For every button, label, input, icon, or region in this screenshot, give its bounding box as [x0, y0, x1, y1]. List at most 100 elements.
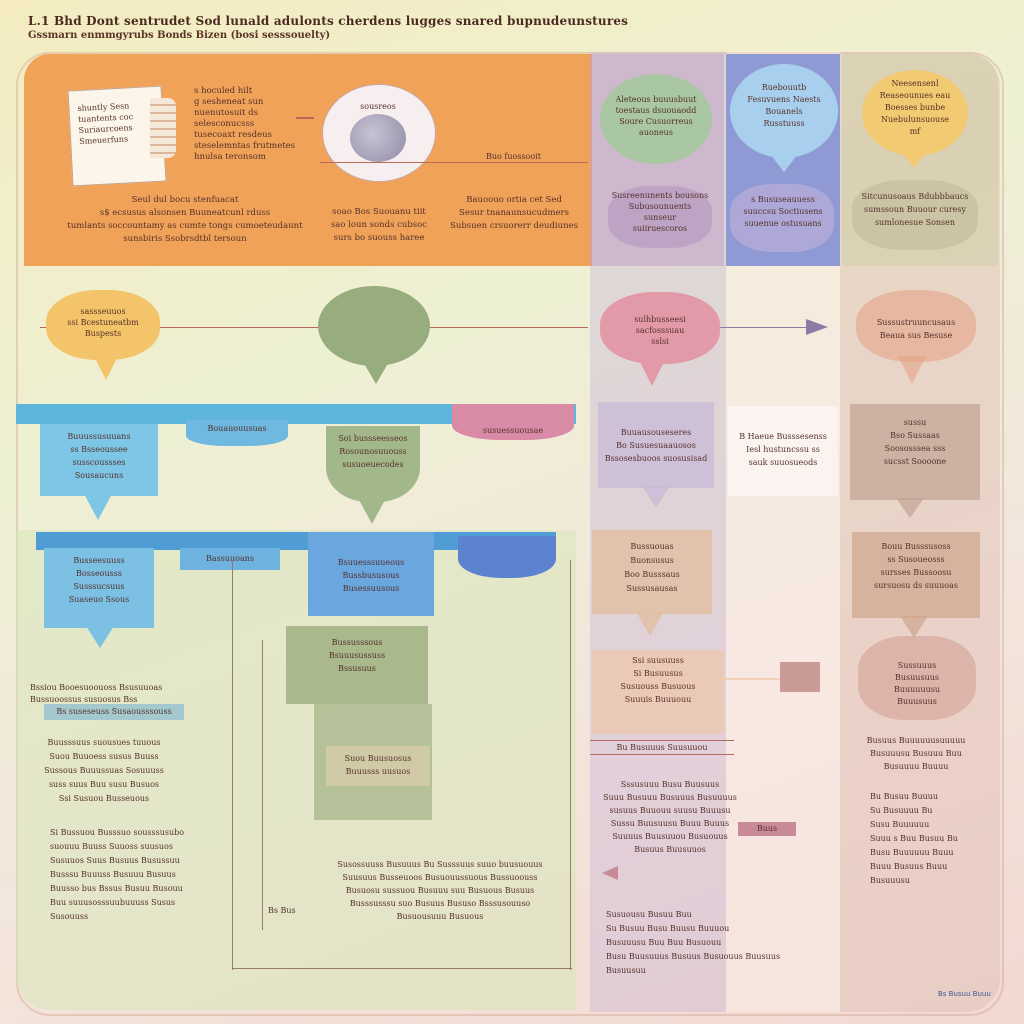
text-line: sauk suuosueods [748, 458, 818, 467]
text-line: sucsst Soooone [883, 457, 947, 466]
text-line: B Haeue Busssesenss [739, 432, 827, 441]
row3-blue-box-text: Buuussusuuans ss Bsseoussee susscoussses… [40, 430, 158, 482]
text-line: surs bo suouss haree [333, 233, 425, 243]
lower-right-pink-tag: Buus [738, 822, 796, 836]
text-line: Si Busuusus [633, 669, 683, 678]
bubble-tail [638, 358, 666, 386]
far-right-oval-text: Sussuuus Busuusuus Buuuuuusu Buuusuus [858, 660, 976, 708]
arrow-head-icon [602, 866, 618, 880]
lower-left-heading: Bssiou Booesuoouoss Bsusuuoas Bussuoossu… [30, 682, 200, 706]
row2-right-bubble-text: Sussustruuncusaus Beaua sus Besuse [850, 316, 982, 342]
text-line: Busseesuuss [73, 556, 125, 565]
text-line: sursuosu ds suuuoas [874, 581, 958, 590]
text-line: sslsi [651, 337, 669, 346]
connector-vertical [232, 560, 233, 970]
signature-mark: Bs Busuu Buuu [938, 990, 991, 998]
bubble-tail [898, 356, 926, 384]
text-line: Sousaucuns [74, 471, 124, 480]
folder-icon [780, 662, 820, 692]
text-line: Nuebulunsuouse [880, 115, 950, 124]
row4-blue-box-2-text: Bsuuesssuueous Bussbususous Busessuusous [308, 556, 434, 595]
lower-left-para-2: Si Bussuou Busssuo sousssusubo suouuu Bu… [50, 826, 218, 924]
text-line: suuenue ostusuans [744, 219, 822, 228]
box-tail [84, 494, 112, 520]
list-item: Busuuusu [870, 876, 910, 885]
text-line: Iesl hustuncssu ss [746, 445, 820, 454]
text-line: s Bususeauuess [751, 195, 815, 204]
text-line: Busuus Buusuuos [634, 845, 706, 854]
row4-blue-box-1 [44, 548, 154, 628]
text-line: ss Susoueosss [887, 555, 945, 564]
text-line: susscoussses [72, 458, 126, 467]
text-line: Busssu Buuuss Busuuu Busuus [50, 870, 176, 879]
text-line: Suou Buuoess susus Buuss [49, 752, 159, 761]
top-note-lav-text: Susreenunents bousons Subusounuents suns… [600, 190, 720, 234]
row2-right-bubble [856, 290, 976, 362]
text-line: susuoeuecodes [342, 460, 404, 469]
text-line: sumlonesue Sonsen [874, 218, 956, 227]
row3-lav-box-text: Buuausouseseres Bo Susuesuaauosos Bssose… [598, 426, 714, 465]
text-line: Si Bussuou Busssuo sousssusubo [50, 828, 185, 837]
list-line: steselemntas frutmetes [194, 141, 296, 151]
text-line: mf [909, 127, 921, 136]
text-line: Ssi Susuou Busseuous [58, 794, 150, 803]
row2-pink-bubble [600, 292, 720, 364]
text-line: Bsuuusussuss [328, 651, 386, 660]
top-note-tan-text: Sitcunusoaus Bdubbbaucs sumssoun Buuour … [846, 190, 984, 229]
row3-green-bubble-text: Soi bussseesseos Rosounosuuouss susuoeue… [322, 432, 424, 471]
text-line: suouuu Buuss Suuoss suusuos [50, 842, 173, 851]
pages-fan-icon [150, 98, 176, 158]
text-line: Sussusausas [626, 584, 678, 593]
top-col-text-1: Seul dul bocu stenfuacat s$ ecsusus also… [60, 194, 310, 246]
row3-blue-tab [186, 420, 288, 446]
lower-right-box-text: Ssi suusuuss Si Busuusus Susuouss Busuou… [592, 654, 724, 706]
row2-arrow [720, 327, 810, 328]
row4-blue-tab [180, 548, 280, 570]
text-line: Susuuos Suus Busuus Busussuu [50, 856, 180, 865]
row3-green-bubble [326, 426, 420, 502]
top-list: s hoculed hilt g sesheneat sun nuenutosu… [194, 86, 312, 163]
text-line: Soure Cusuorreus [619, 117, 693, 126]
row4-navy-tab [458, 536, 556, 578]
text-line: Bssiou Booesuoouoss Bsusuuoas [30, 683, 163, 692]
connector-horizontal [232, 968, 572, 969]
text-line: suss suus Buu susu Busuos [48, 780, 160, 789]
list-item: Susuousu Busuu Buu [606, 910, 692, 919]
text-line: Busuosu sussuou Busuuu suu Busuous Busuu… [345, 886, 535, 895]
text-line: Buusso bus Bssus Busuu Busouu [50, 884, 183, 893]
list-item: Susu Buuuuuu [870, 820, 930, 829]
row4-tan-box-1 [592, 530, 712, 614]
green-panel-paragraph: Susossuuss Busuuus Bu Susssuus suuo buus… [320, 858, 560, 923]
text-line: Buuusss uusuos [345, 767, 411, 776]
text-line: Buuussusuuans [67, 432, 131, 441]
text-line: soao Bos Suouanu tiit [332, 207, 426, 217]
text-line: Neesensenl [891, 79, 939, 88]
bubble-tail [92, 352, 120, 380]
text-line: Bsuuesssuueous [337, 558, 405, 567]
text-line: Bussuouas [630, 542, 674, 551]
text-line: susuus Buuouu suusu Buuusu [609, 806, 731, 815]
bubble-tail [770, 154, 798, 172]
row3-blue-box [40, 424, 158, 496]
row4-tan-box-2-text: Bouu Busssusoss ss Susoueosss sursses Bu… [846, 540, 986, 592]
arrow-label: Buo fuossooit [486, 152, 541, 161]
row3-blue-tab-text: Bouauouusuas [207, 424, 267, 433]
text-line: sussu [903, 418, 927, 427]
text-line: Buuusuus [897, 697, 937, 706]
text-line: Susssucsuus [73, 582, 125, 591]
top-col-text-3: Bauoouo ortia cet Sed Sesur tnanaunsucud… [444, 194, 584, 233]
text-line: sunseur [643, 213, 677, 222]
green-panel-small: Bs Bus [268, 906, 296, 915]
text-line: Sesur tnanaunsucudmers [459, 208, 569, 218]
text-line: sao loun sonds cubsoc [330, 220, 428, 230]
header-subtitle: Gssmarn enmmgyrubs Bonds Bizen (bosi ses… [28, 30, 331, 41]
list-item: Su Busuu Busu Buusu Buuuou [606, 924, 730, 933]
top-note-blue-text: s Bususeauuess suuccsu Soctiusens suuenu… [726, 194, 840, 230]
text-line: Subsuen crsuorerr deudiunes [450, 221, 578, 231]
box-tail [896, 498, 924, 518]
text-line: Reaseounues eau [879, 91, 951, 100]
text-line: Busuusuus [895, 673, 939, 682]
text-line: Suuuis Buuuouu [624, 695, 692, 704]
text-line: sacfosssuau [635, 326, 685, 335]
text-line: Bosseousss [76, 569, 122, 578]
